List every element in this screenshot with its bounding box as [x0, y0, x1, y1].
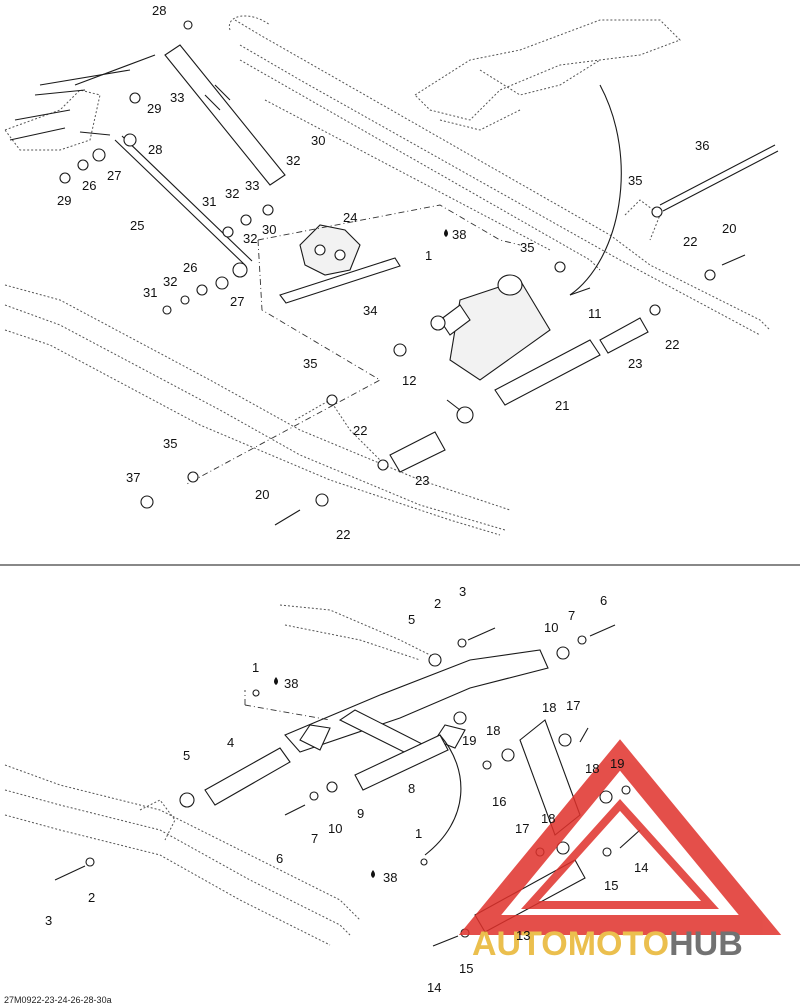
- callout-label: 33: [245, 178, 259, 193]
- callout-label: 6: [600, 593, 607, 608]
- callout-label: 20: [255, 487, 269, 502]
- callout-label: 35: [163, 436, 177, 451]
- callout-label: 36: [695, 138, 709, 153]
- callout-label: 7: [568, 608, 575, 623]
- callout-label: 34: [363, 303, 377, 318]
- callout-label: 10: [544, 620, 558, 635]
- callout-label: 22: [336, 527, 350, 542]
- callout-label: 33: [170, 90, 184, 105]
- callout-label: 35: [520, 240, 534, 255]
- callout-label: 29: [147, 101, 161, 116]
- bottom-assembly: [4, 604, 641, 947]
- callout-label: 14: [634, 860, 648, 875]
- callout-label: 15: [459, 961, 473, 976]
- watermark-logo: AUTOMOTOHUB: [458, 739, 782, 963]
- callout-label: 14: [427, 980, 441, 995]
- callout-label: 15: [604, 878, 618, 893]
- watermark-text-moto: MOTO: [568, 925, 669, 963]
- svg-text:AUTOMOTOHUB: AUTOMOTOHUB: [472, 925, 743, 963]
- triangle-inner: [521, 799, 719, 909]
- callouts-top: 28 29 33 28 27 26 29 30 32 33 31 32 24 3…: [57, 3, 736, 542]
- callout-label: 18: [541, 811, 555, 826]
- callout-label: 24: [343, 210, 357, 225]
- callout-label: 22: [665, 337, 679, 352]
- callout-label: 17: [566, 698, 580, 713]
- callout-label: 25: [130, 218, 144, 233]
- callout-label: 38: [284, 676, 298, 691]
- callout-label: 2: [88, 890, 95, 905]
- callout-label: 38: [452, 227, 466, 242]
- callout-label: 20: [722, 221, 736, 236]
- callout-label: 37: [126, 470, 140, 485]
- callout-label: 13: [516, 928, 530, 943]
- callout-label: 17: [515, 821, 529, 836]
- callout-label: 5: [183, 748, 190, 763]
- callout-label: 18: [486, 723, 500, 738]
- callout-label: 18: [542, 700, 556, 715]
- callout-label: 32: [163, 274, 177, 289]
- callout-label: 19: [462, 733, 476, 748]
- callout-label: 27: [107, 168, 121, 183]
- callout-label: 32: [286, 153, 300, 168]
- callout-label: 2: [434, 596, 441, 611]
- oil-drop-icons: [274, 229, 448, 878]
- callout-label: 32: [225, 186, 239, 201]
- callout-label: 29: [57, 193, 71, 208]
- callout-label: 26: [183, 260, 197, 275]
- callout-label: 3: [459, 584, 466, 599]
- callout-label: 8: [408, 781, 415, 796]
- callout-label: 12: [402, 373, 416, 388]
- callout-label: 35: [303, 356, 317, 371]
- callout-label: 11: [588, 306, 602, 321]
- callout-label: 22: [353, 423, 367, 438]
- callout-label: 16: [492, 794, 506, 809]
- callout-label: 31: [143, 285, 157, 300]
- watermark-text-auto: AUTO: [472, 925, 568, 963]
- callout-label: 38: [383, 870, 397, 885]
- callouts-bottom: 3 2 5 10 7 6 1 38 4 5 18 17 18 19 8 9 10…: [45, 584, 648, 995]
- callout-label: 10: [328, 821, 342, 836]
- callout-label: 6: [276, 851, 283, 866]
- callout-label: 28: [148, 142, 162, 157]
- callout-label: 9: [357, 806, 364, 821]
- callout-label: 18: [585, 761, 599, 776]
- callout-label: 26: [82, 178, 96, 193]
- callout-label: 31: [202, 194, 216, 209]
- top-assembly: [4, 15, 779, 536]
- triangle-mark: [458, 739, 782, 935]
- callout-label: 1: [425, 248, 432, 263]
- callout-label: 22: [683, 234, 697, 249]
- callout-label: 3: [45, 913, 52, 928]
- callout-label: 7: [311, 831, 318, 846]
- oil-drop-icon: [371, 870, 375, 878]
- watermark-text-hub: HUB: [669, 925, 743, 963]
- callout-label: 30: [311, 133, 325, 148]
- callout-label: 28: [152, 3, 166, 18]
- oil-drop-icon: [274, 677, 278, 685]
- callout-label: 23: [628, 356, 642, 371]
- callout-label: 30: [262, 222, 276, 237]
- callout-label: 19: [610, 756, 624, 771]
- figure-code: 27M0922-23-24-26-28-30a: [4, 995, 112, 1005]
- callout-label: 1: [415, 826, 422, 841]
- callout-label: 32: [243, 231, 257, 246]
- callout-label: 4: [227, 735, 234, 750]
- callout-label: 5: [408, 612, 415, 627]
- callout-label: 1: [252, 660, 259, 675]
- callout-label: 35: [628, 173, 642, 188]
- callout-label: 23: [415, 473, 429, 488]
- callout-label: 21: [555, 398, 569, 413]
- callout-label: 27: [230, 294, 244, 309]
- oil-drop-icon: [444, 229, 448, 237]
